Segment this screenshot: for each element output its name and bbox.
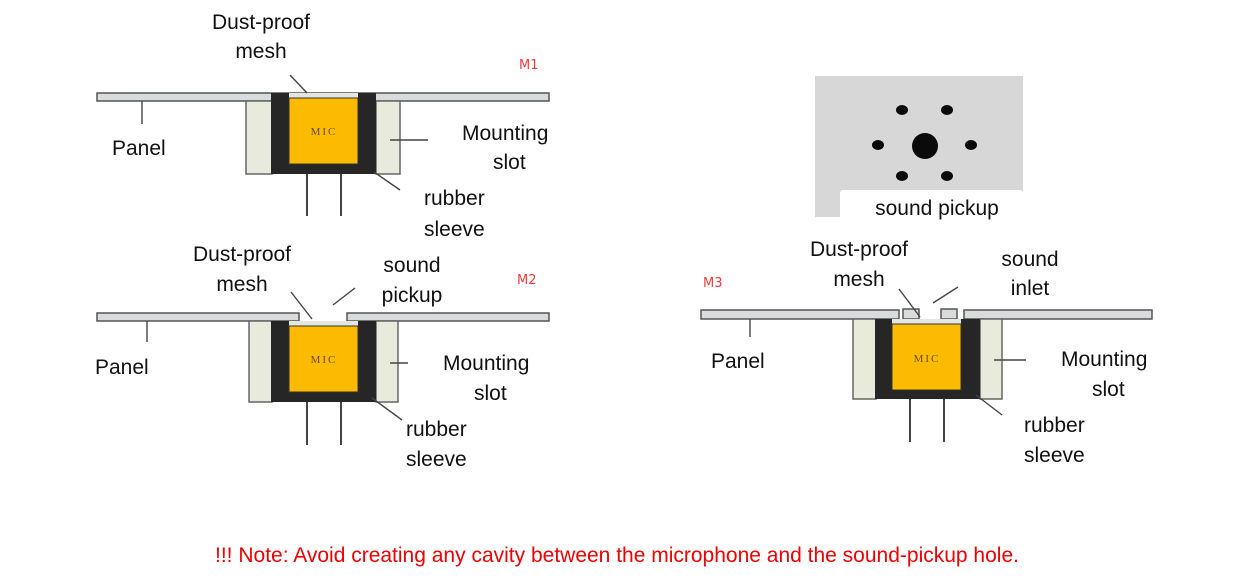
m3-tag: M3 [703, 276, 723, 291]
m1-sleeve-label-line2: sleeve [424, 218, 485, 241]
m1-mic [288, 97, 359, 165]
m2-panel-label: Panel [95, 356, 149, 379]
m3-sleeve-leader [975, 394, 1003, 416]
photo-hole-6 [941, 171, 953, 181]
m3-inlet-leader [932, 286, 959, 304]
m2-sleeve-leader [371, 397, 403, 421]
m2-pickup-leader [332, 287, 356, 306]
m3-sleeve-label-line2: sleeve [1024, 444, 1085, 467]
m2-dust-mesh [289, 321, 358, 326]
m3-mounting-slot-right [979, 318, 1003, 400]
m2-mounting-slot-left [248, 320, 273, 403]
m2-mesh-leader [290, 291, 313, 320]
m2-tag: M2 [517, 273, 537, 288]
m2-slot-label-line2: slot [474, 382, 507, 405]
m1-tag: M1 [519, 58, 539, 73]
m3-panel-right [963, 309, 1153, 320]
m1-mic-label: MIC [311, 126, 338, 138]
m2-panel-left [96, 312, 300, 322]
m2-panel-right [346, 312, 550, 322]
m2-sleeve-label-line2: sleeve [406, 448, 467, 471]
m3-mic-label: MIC [914, 353, 941, 365]
diagram-m1: Dust-proof mesh M1 MIC Panel Mounting sl… [96, 11, 550, 241]
photo-hole-3 [872, 140, 884, 150]
m3-slot-label-line1: Mounting [1061, 348, 1147, 371]
m2-mic [288, 325, 359, 393]
m2-sleeve-label-line1: rubber [406, 418, 467, 441]
photo-hole-4 [965, 140, 977, 150]
m3-panel-left [700, 309, 900, 320]
m3-mesh-label-line1: Dust-proof [810, 238, 908, 261]
m2-slot-label-line1: Mounting [443, 352, 529, 375]
sound-pickup-photo: sound pickup [815, 76, 1023, 220]
m2-pickup-label-line2: pickup [382, 284, 443, 307]
m1-mesh-leader [289, 74, 308, 94]
m2-mesh-label-line1: Dust-proof [193, 243, 291, 266]
m1-sleeve-leader [373, 171, 401, 191]
m1-mounting-slot-left [245, 100, 273, 175]
m2-pickup-label-line1: sound [383, 254, 440, 277]
m3-inlet-label-line2: inlet [1011, 277, 1050, 300]
photo-hole-2 [941, 105, 953, 115]
m3-slot-label-line2: slot [1092, 378, 1125, 401]
m1-dust-mesh [289, 93, 358, 98]
diagram-m2: Dust-proof mesh sound pickup M2 MIC Pane… [95, 243, 550, 471]
photo-hole-5 [896, 171, 908, 181]
m1-mesh-label-line1: Dust-proof [212, 11, 310, 34]
m3-inlet-ridge-right [940, 308, 958, 320]
m3-mesh-label-line2: mesh [833, 268, 884, 291]
m3-mounting-slot-left [852, 318, 877, 400]
m1-sleeve-label-line1: rubber [424, 187, 485, 210]
m3-mic [891, 323, 962, 391]
m1-slot-label-line2: slot [493, 151, 526, 174]
m1-slot-label-line1: Mounting [462, 122, 548, 145]
m2-mic-label: MIC [311, 354, 338, 366]
photo-hole-1 [896, 105, 908, 115]
photo-caption: sound pickup [875, 197, 999, 220]
photo-caption-box [840, 190, 1023, 220]
warning-note: !!! Note: Avoid creating any cavity betw… [215, 544, 1019, 567]
m3-inlet-label-line1: sound [1001, 248, 1058, 271]
m3-inlet-ridge-left [902, 308, 920, 320]
m3-panel-label: Panel [711, 350, 765, 373]
m1-panel-label: Panel [112, 137, 166, 160]
diagram-m3: Dust-proof mesh sound inlet M3 MIC Panel… [700, 238, 1153, 467]
m1-mounting-slot-right [375, 100, 401, 175]
m3-mesh-leader [898, 288, 921, 318]
photo-hole-center [912, 133, 938, 159]
m2-mesh-label-line2: mesh [216, 273, 267, 296]
m3-dust-mesh [892, 319, 961, 324]
m1-mesh-label-line2: mesh [235, 40, 286, 63]
m3-sleeve-label-line1: rubber [1024, 414, 1085, 437]
m2-mounting-slot-right [375, 320, 399, 403]
